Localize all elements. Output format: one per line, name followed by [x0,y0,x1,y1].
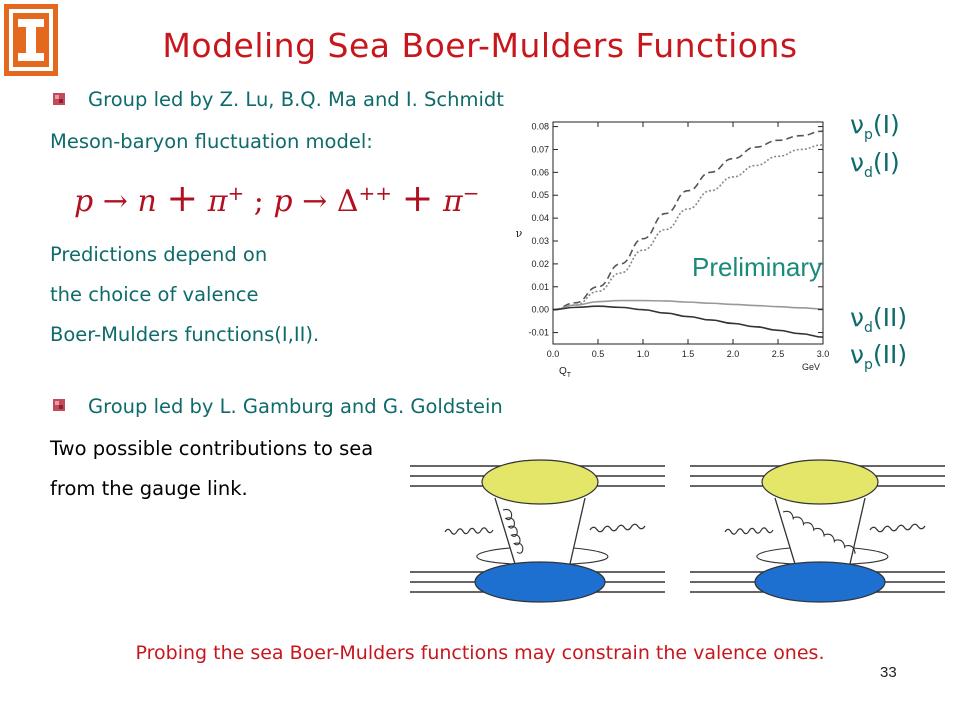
plot-frame [552,121,824,345]
x-tick-label: 1.0 [637,349,650,359]
y-tick-label: 0.03 [531,236,549,246]
upper-blob [761,459,879,505]
y-tick-label: -0.01 [528,328,549,338]
x-tick-label: 1.5 [682,349,695,359]
fluctuation-formula: p → n + π+ ; p → Δ++ + π− [74,176,480,220]
gluon-line [782,510,856,554]
y-tick-label: 0.00 [531,305,549,315]
y-tick-label: 0.07 [531,144,549,154]
diagram-left [410,459,665,603]
upper-blob [481,459,599,505]
x-axis-label-sub: T [567,372,572,379]
group-lu-ma-schmidt: Group led by Z. Lu, B.Q. Ma and I. Schmi… [88,88,504,111]
photon-right [869,523,926,533]
gauge-link-diagrams [410,459,945,603]
y-tick-label: 0.05 [531,190,549,200]
x-tick-label: 3.0 [817,349,830,359]
page-number: 33 [880,664,897,681]
bullet-icon [53,399,65,411]
photon-right [589,523,646,533]
gauge-link-left [756,547,796,565]
diagram-right [690,459,945,603]
predictions-line-1: Predictions depend on [50,243,268,266]
bullet-icon [53,93,65,105]
slide-title: Modeling Sea Boer-Mulders Functions [162,26,798,65]
contributions-line-2: from the gauge link. [50,477,248,500]
series-line-2 [552,299,824,311]
x-tick-label: 0.0 [547,349,560,359]
x-tick-label: 2.0 [727,349,740,359]
y-tick-label: 0.06 [531,167,549,177]
boer-mulders-chart: -0.01 0.00 0.01 0.02 0.03 0.04 0.05 0.06 0.07 0.0… [516,121,830,379]
footer-note: Probing the sea Boer-Mulders functions m… [135,642,825,664]
y-tick-label: 0.08 [531,122,549,132]
predictions-line-2: the choice of valence [50,283,259,306]
propagator-lines [494,497,586,565]
contributions-line-1: Two possible contributions to sea [50,437,374,460]
legend-nu-p-I: νp(I) [850,110,900,143]
x-axis-label: QT [559,366,572,379]
y-tick-label: 0.02 [531,259,549,269]
photon-left [724,527,774,535]
legend-nu-d-I: νd(I) [850,148,900,181]
x-tick-label: 0.5 [592,349,605,359]
lower-blob [474,561,606,603]
x-axis-unit: GeV [802,362,820,372]
series-line-3 [552,305,824,338]
gauge-link-right [569,547,609,565]
gauge-link-left [476,547,516,565]
legend-nu-d-II: νd(II) [850,303,908,336]
model-line: Meson-baryon fluctuation model: [50,130,373,153]
gluon-line [502,508,524,554]
university-logo [4,4,58,76]
x-tick-label: 2.5 [772,349,785,359]
series-line-1 [552,144,824,311]
series-line-0 [552,130,824,311]
lower-blob [754,561,886,603]
preliminary-label: Preliminary [692,252,823,282]
y-axis-label: ν [516,227,523,240]
y-tick-label: 0.04 [531,213,549,223]
gauge-link-right [849,547,889,565]
legend-nu-p-II: νp(II) [850,340,908,373]
predictions-line-3: Boer-Mulders functions(I,II). [50,323,320,346]
propagator-lines [774,497,866,565]
y-tick-label: 0.01 [531,282,549,292]
group-gamburg-goldstein: Group led by L. Gamburg and G. Goldstein [88,395,503,418]
photon-left [444,527,494,535]
